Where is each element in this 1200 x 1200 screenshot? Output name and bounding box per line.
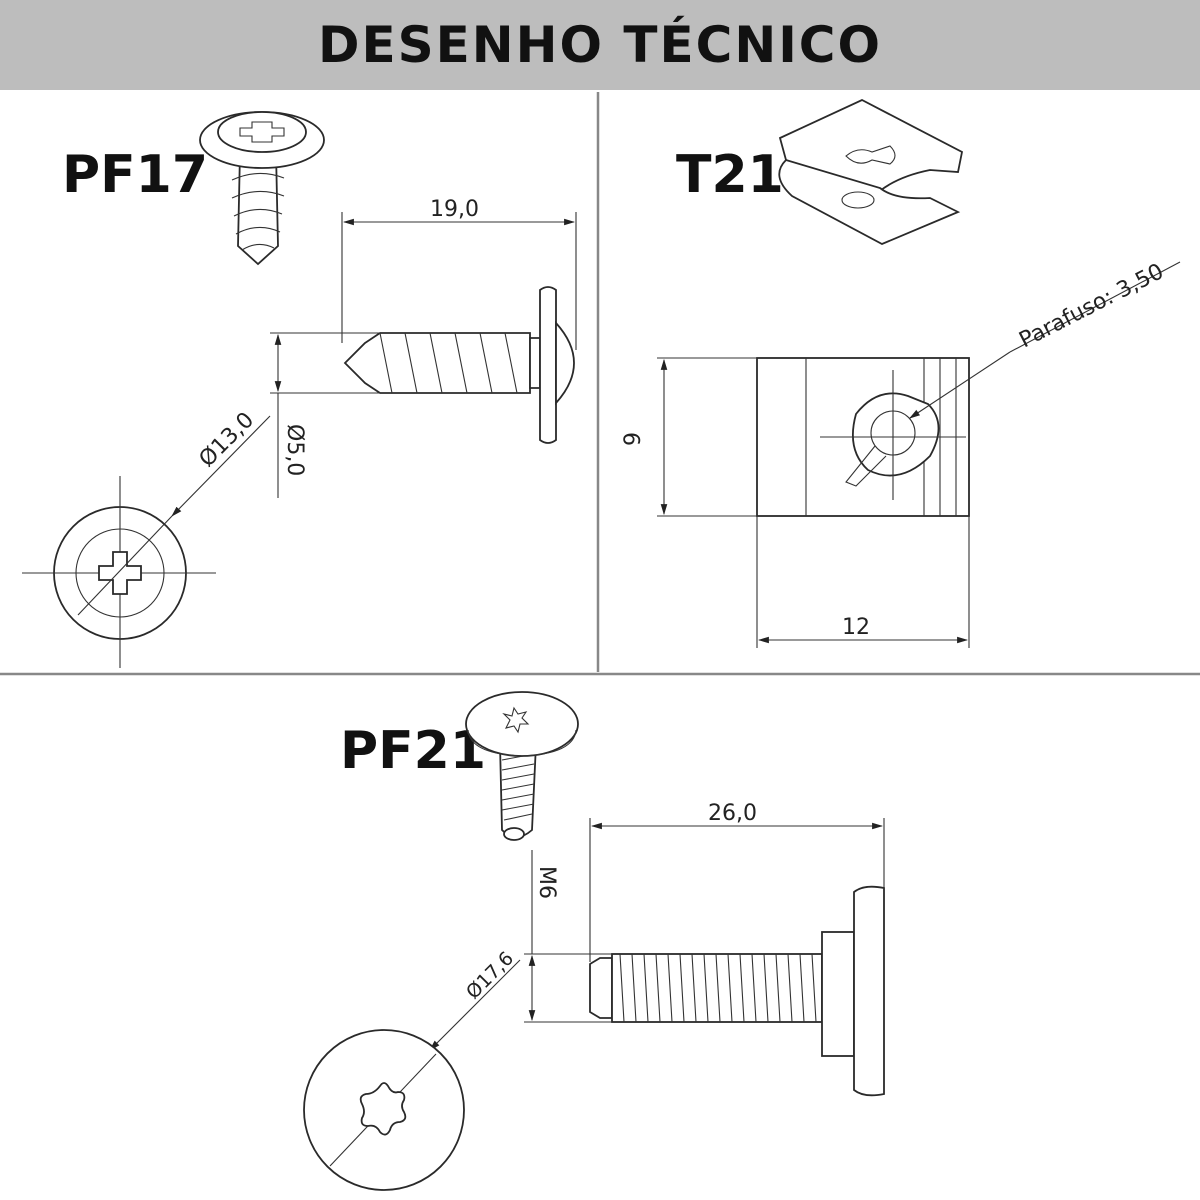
title-banner: DESENHO TÉCNICO bbox=[0, 0, 1200, 90]
t21-front-view bbox=[756, 357, 970, 517]
pf17-side-view bbox=[343, 286, 575, 444]
pf21-length-dimension: 26,0 bbox=[708, 801, 757, 826]
pf21-isometric-icon bbox=[465, 691, 579, 841]
pf17-front-view bbox=[22, 476, 216, 668]
t21-isometric-icon bbox=[778, 98, 964, 245]
pf21-thread-dimension: M6 bbox=[534, 866, 559, 899]
pf17-isometric-icon bbox=[199, 111, 325, 266]
pf17-code-label: PF17 bbox=[62, 145, 208, 205]
pf17-length-dimension: 19,0 bbox=[430, 197, 479, 222]
pf21-side-view bbox=[589, 885, 885, 1097]
pf21-section: PF21 26,0 M6 Ø17,6 bbox=[303, 691, 885, 1191]
pf17-section: PF17 19,0 Ø5,0 Ø13,0 bbox=[22, 111, 577, 668]
pf17-shank-diameter-dimension: Ø5,0 bbox=[282, 424, 307, 476]
pf21-front-view bbox=[303, 1029, 465, 1191]
t21-section: T21 9 12 bbox=[621, 98, 1181, 648]
pf21-code-label: PF21 bbox=[340, 721, 486, 781]
t21-height-dimension: 9 bbox=[621, 432, 646, 446]
pf17-head-diameter-dimension: Ø13,0 bbox=[195, 408, 260, 473]
page-title: DESENHO TÉCNICO bbox=[317, 16, 883, 74]
t21-width-dimension: 12 bbox=[842, 615, 870, 640]
pf21-head-diameter-dimension: Ø17,6 bbox=[462, 947, 518, 1003]
t21-code-label: T21 bbox=[676, 145, 784, 205]
t21-screw-label: Parafuso: 3,50 bbox=[1015, 259, 1167, 353]
